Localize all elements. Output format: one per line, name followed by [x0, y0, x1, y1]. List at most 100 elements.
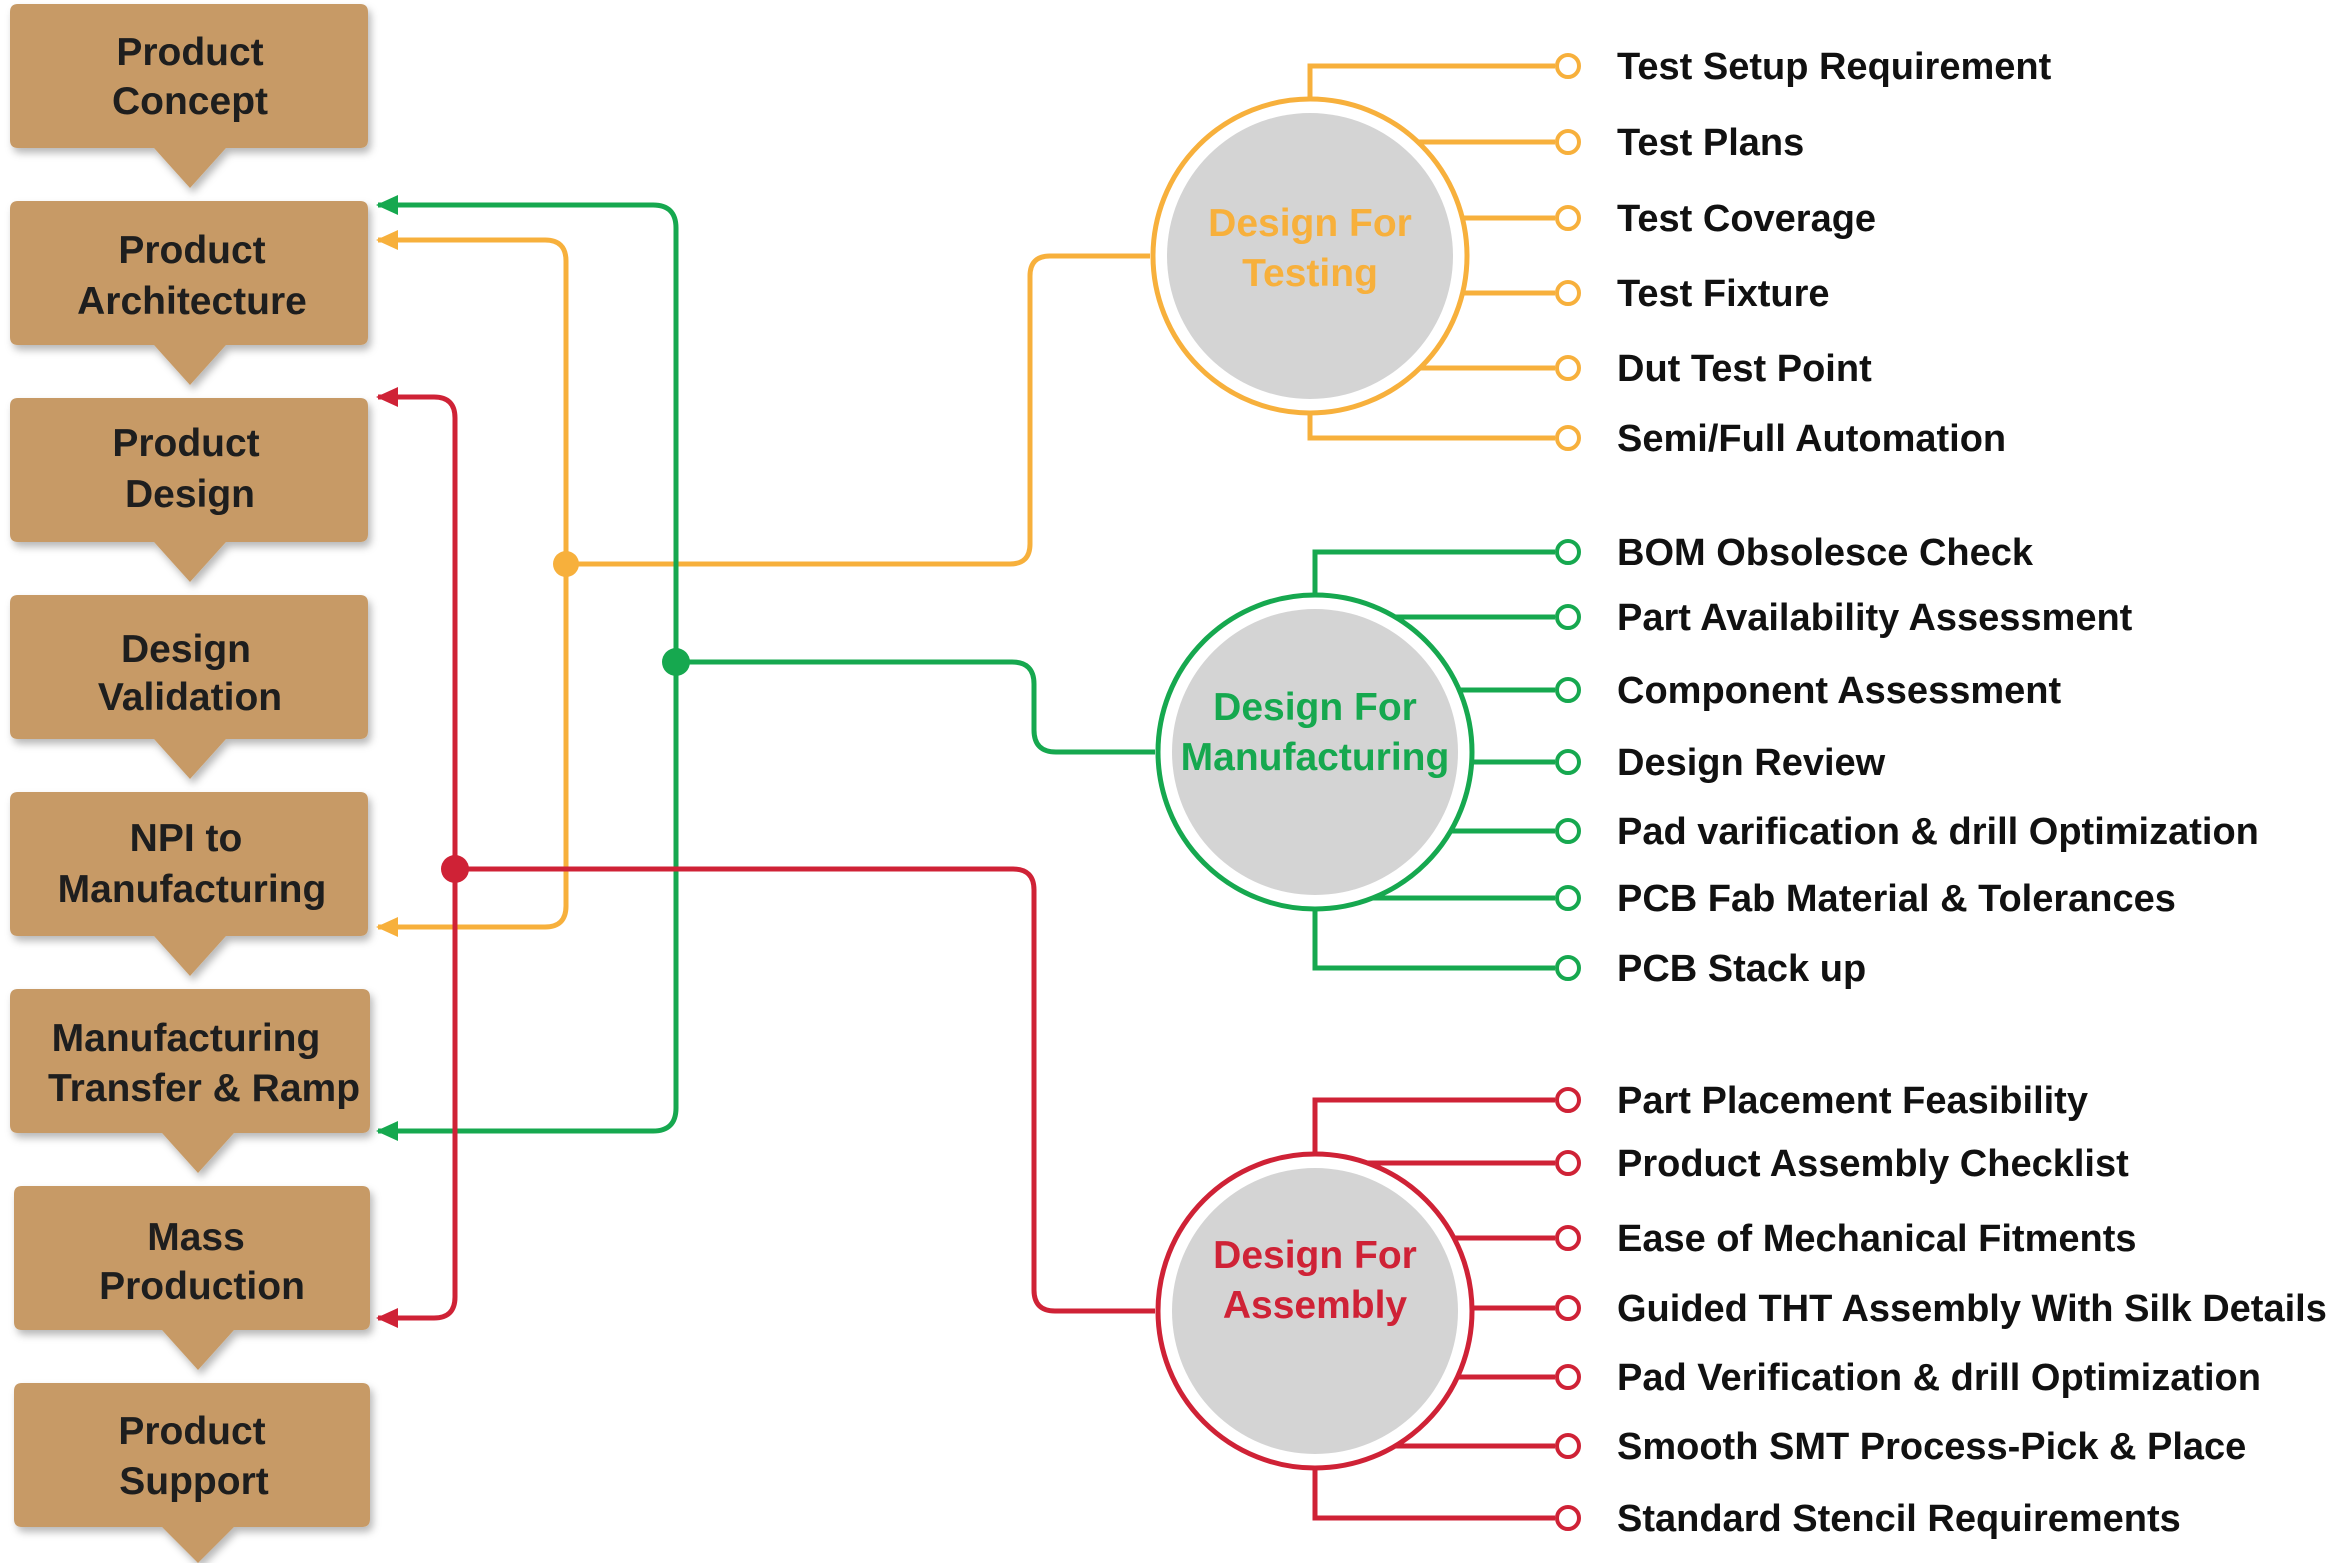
stage-design-validation-line1: Design: [121, 628, 251, 671]
stage-product-design-line2: Design: [125, 473, 255, 516]
manufacturing-branch-end-circle: [1555, 539, 1581, 565]
manufacturing-junction-dot: [662, 648, 690, 676]
stage-product-architecture-line1: Product: [118, 229, 265, 272]
manufacturing-item-label: Part Availability Assessment: [1617, 597, 2133, 639]
manufacturing-branch-end-circle: [1555, 955, 1581, 981]
stage-design-validation-line2: Validation: [98, 676, 282, 719]
testing-branch-link: [566, 253, 1150, 567]
stage-npi-to-manufacturing-line1: NPI to: [130, 817, 243, 860]
manufacturing-branch-link: [676, 659, 1155, 755]
assembly-branch-end-circle: [1555, 1225, 1581, 1251]
manufacturing-hub-title-line2: Manufacturing: [1181, 736, 1450, 779]
stage-manufacturing-transfer-ramp-line1: Manufacturing: [52, 1017, 321, 1060]
testing-arrow-npi: [376, 917, 398, 937]
assembly-arrow-mass-production: [376, 1308, 398, 1328]
assembly-branch-line: [1312, 1468, 1555, 1521]
assembly-item-label: Pad Verification & drill Optimization: [1617, 1357, 2261, 1399]
assembly-item-label: Smooth SMT Process-Pick & Place: [1617, 1426, 2246, 1468]
stage-product-support-line1: Product: [118, 1410, 265, 1453]
stage-product-concept-line1: Product: [116, 31, 263, 74]
testing-item-label: Test Setup Requirement: [1617, 46, 2052, 88]
assembly-branch-line: [1312, 1097, 1555, 1154]
testing-feedback-loop: [378, 237, 569, 930]
manufacturing-branch-end-circle: [1555, 818, 1581, 844]
stage-product-architecture-line2: Architecture: [77, 280, 307, 323]
testing-item-label: Test Fixture: [1617, 273, 1830, 315]
manufacturing-branch-end-circle: [1555, 677, 1581, 703]
testing-item-label: Test Coverage: [1617, 198, 1876, 240]
testing-arrow-architecture: [376, 230, 398, 250]
stage-product-concept-line2: Concept: [112, 80, 268, 123]
testing-hub-disc: [1167, 113, 1453, 399]
assembly-branch-end-circle: [1555, 1364, 1581, 1390]
assembly-item-label: Standard Stencil Requirements: [1617, 1498, 2181, 1540]
assembly-item-label: Ease of Mechanical Fitments: [1617, 1218, 2137, 1260]
manufacturing-branch-end-circle: [1555, 749, 1581, 775]
manufacturing-branch-line: [1312, 549, 1555, 595]
testing-hub-title-line2: Testing: [1242, 252, 1378, 295]
testing-branch-end-circle: [1555, 280, 1581, 306]
lifecycle-stages: Product Concept Product Architecture Pro…: [10, 4, 370, 1563]
manufacturing-branch-end-circle: [1555, 604, 1581, 630]
testing-branch-end-circle: [1555, 53, 1581, 79]
stage-manufacturing-transfer-ramp: [10, 989, 370, 1173]
assembly-branch-end-circle: [1555, 1087, 1581, 1113]
testing-hub-title-line1: Design For: [1208, 202, 1412, 245]
stage-mass-production-line2: Production: [99, 1265, 305, 1308]
assembly-hub-title-line2: Assembly: [1223, 1284, 1408, 1327]
testing-item-label: Semi/Full Automation: [1617, 418, 2006, 460]
stage-npi-to-manufacturing: [10, 792, 368, 976]
manufacturing-feedback-loop: [378, 202, 679, 1134]
manufacturing-item-label: Pad varification & drill Optimization: [1617, 811, 2259, 853]
assembly-branch-end-circle: [1555, 1433, 1581, 1459]
testing-branch-end-circle: [1555, 425, 1581, 451]
assembly-hub-disc: [1172, 1168, 1458, 1454]
assembly-branch-link: [455, 866, 1155, 1314]
stage-product-design-line1: Product: [112, 422, 259, 465]
assembly-junction-dot: [441, 855, 469, 883]
stage-product-support-line2: Support: [119, 1460, 268, 1503]
assembly-item-label: Product Assembly Checklist: [1617, 1143, 2129, 1185]
manufacturing-arrow-architecture: [376, 195, 398, 215]
feedback-connectors: [376, 195, 1155, 1328]
stage-manufacturing-transfer-ramp-line2: Transfer & Ramp: [48, 1067, 360, 1110]
stage-product-architecture: [10, 201, 368, 385]
testing-branch-line: [1307, 413, 1555, 441]
manufacturing-arrow-transfer: [376, 1121, 398, 1141]
assembly-arrow-design: [376, 387, 398, 407]
manufacturing-branch-line: [1312, 909, 1555, 971]
manufacturing-branch-end-circle: [1555, 885, 1581, 911]
assembly-feedback-loop: [378, 394, 458, 1321]
stage-product-design: [10, 398, 368, 582]
stage-mass-production-line1: Mass: [147, 1216, 245, 1259]
assembly-branch-end-circle: [1555, 1150, 1581, 1176]
manufacturing-hub-title-line1: Design For: [1213, 686, 1417, 729]
testing-branch-end-circle: [1555, 355, 1581, 381]
manufacturing-hub-disc: [1172, 609, 1458, 895]
testing-item-label: Test Plans: [1617, 122, 1804, 164]
testing-junction-dot: [553, 551, 579, 577]
assembly-branch-end-circle: [1555, 1505, 1581, 1531]
manufacturing-item-label: PCB Stack up: [1617, 948, 1866, 990]
manufacturing-item-label: BOM Obsolesce Check: [1617, 532, 2034, 574]
testing-branch-end-circle: [1555, 129, 1581, 155]
stage-product-concept: [10, 4, 368, 188]
manufacturing-item-label: PCB Fab Material & Tolerances: [1617, 878, 2176, 920]
testing-branch-end-circle: [1555, 205, 1581, 231]
stage-npi-to-manufacturing-line2: Manufacturing: [58, 868, 327, 911]
assembly-branch-end-circle: [1555, 1295, 1581, 1321]
stage-product-support: [14, 1383, 370, 1563]
assembly-item-label: Guided THT Assembly With Silk Details: [1617, 1288, 2327, 1330]
testing-branch-line: [1307, 63, 1555, 99]
stage-mass-production: [14, 1186, 370, 1370]
testing-item-label: Dut Test Point: [1617, 348, 1872, 390]
stage-design-validation: [10, 595, 368, 779]
assembly-hub-title-line1: Design For: [1213, 1234, 1417, 1277]
manufacturing-item-label: Design Review: [1617, 742, 1886, 784]
assembly-item-label: Part Placement Feasibility: [1617, 1080, 2088, 1122]
